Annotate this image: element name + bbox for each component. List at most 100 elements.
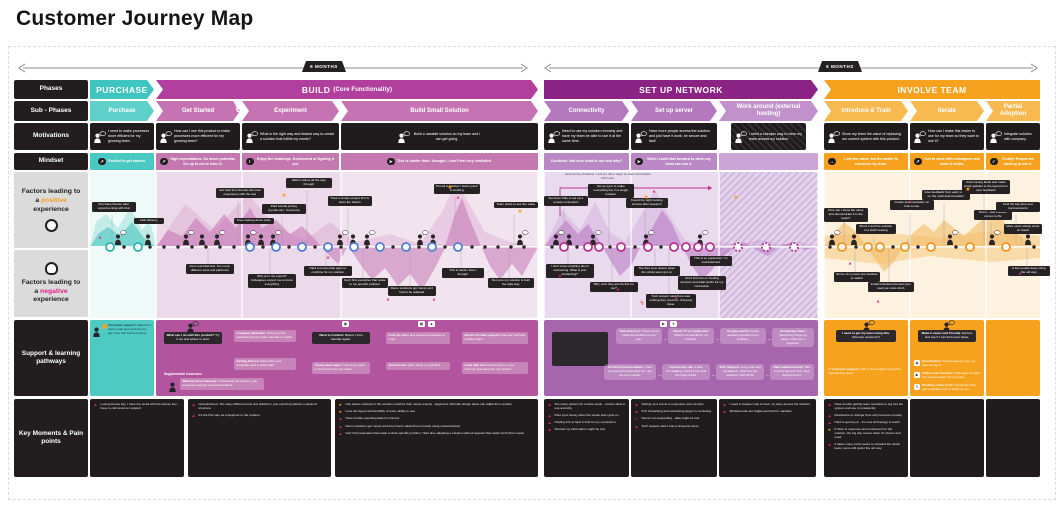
key-moments-cell: ▲Have trouble getting team members to lo… <box>824 399 908 477</box>
key-moment-item: ▲Files sync slowly when the whole team g… <box>548 412 626 418</box>
speech-bubble-icon <box>994 230 1001 235</box>
sidebar-label: Sub - Phases <box>14 101 88 121</box>
sidebar-label: Motivations <box>14 123 88 150</box>
arrow-head-right-icon <box>520 63 528 73</box>
support-flow-box: Paid additional help: Hire a techy frien… <box>770 364 814 380</box>
person-icon <box>93 327 100 337</box>
sidebar-label: Mindset <box>14 153 88 170</box>
journey-node-ring <box>643 242 653 252</box>
support-dark-box: What can I do with this product? Try it … <box>164 332 222 344</box>
journey-node-ring <box>323 242 333 252</box>
mindset-cell: !Enjoy the challenge. Excitement of figu… <box>242 153 339 170</box>
person-icon <box>337 230 349 245</box>
subphase-partial-adoption: Partial Adoption <box>986 101 1040 121</box>
bolt-marker-icon: ϟ <box>634 416 637 422</box>
support-light-box: Look for docs and example templates to c… <box>386 332 450 344</box>
motivation-cell: Build a useable solution so my team and … <box>341 123 538 150</box>
journey-node-dot <box>443 245 447 249</box>
mindset-text: Fun to work with colleagues and make it … <box>924 157 980 166</box>
mindset-icon: ➤ <box>387 157 395 166</box>
person-icon <box>160 130 172 143</box>
person-icon <box>115 230 127 245</box>
tri-marker-icon: ▲ <box>338 430 343 436</box>
motivation-cell: Have more people access the solution and… <box>631 123 717 150</box>
support-light-box: Company Websites: Check out the websites… <box>234 330 296 342</box>
mindset-text: High expectations. So much potential. It… <box>170 157 236 166</box>
mindset-text: Enjoy the challenge. Excitement of figur… <box>257 157 334 166</box>
person-icon <box>947 230 959 245</box>
key-moment-item: ▲Workarounds are fragile and hard to mai… <box>722 409 813 415</box>
screenshot-placeholder <box>552 332 608 366</box>
journey-node-ring <box>705 242 715 252</box>
key-moment-item: ★Use starter solutions if the solution m… <box>338 402 535 407</box>
key-moment-text: It's the first step as a beginner to the… <box>198 412 261 417</box>
journey-node-dot <box>483 245 487 249</box>
person-icon <box>94 130 106 143</box>
key-moments-cell: ▲Losing license key. I have the email wi… <box>90 399 184 477</box>
journey-node-ring <box>669 242 679 252</box>
key-moment-item: ▲Resistance to change from old processes… <box>828 413 905 418</box>
person-icon <box>548 130 560 143</box>
sad-face-icon <box>44 261 58 275</box>
support-flow-box: Trial and error: Tried a lot to solve th… <box>616 328 662 344</box>
key-moment-text: Files sync slowly when the whole team ge… <box>554 412 620 417</box>
journey-node-ring <box>761 242 771 252</box>
journey-node-dot <box>190 245 194 249</box>
mindset-text: Wish I could fast forward to when my tea… <box>647 157 711 166</box>
motivation-text: I need to make processes more efficient … <box>108 129 150 143</box>
subphase-build-small-solution: Build Small Solution <box>341 101 538 121</box>
journey-node-dot <box>218 245 222 249</box>
mindset-text: Finally! People are starting to use it. <box>1002 157 1034 166</box>
speech-bubble-icon <box>952 230 959 235</box>
person-icon <box>169 382 176 392</box>
zone-divider <box>241 172 243 318</box>
key-moment-text: Love the layout and flexibility of tools… <box>345 409 416 414</box>
journey-node-dot <box>575 245 579 249</box>
mindset-text: This is harder than I thought. I don't f… <box>397 159 492 164</box>
journey-node-dot <box>287 245 291 249</box>
support-light-box: Used help docs and forums to copy workin… <box>462 362 528 374</box>
bullet-text: Videos and Tutorials: Find ways to make … <box>922 371 980 379</box>
key-moment-item: ▲Worried my information might be lost. <box>548 427 626 432</box>
mindset-icon: ↗ <box>914 157 922 166</box>
key-moment-text: Tech support said it was a 3rd-party iss… <box>641 423 700 428</box>
motivation-text: Show my team the value of replacing our … <box>842 131 901 141</box>
motivation-cell: How can I make this easier to use for my… <box>910 123 984 150</box>
key-moment-item: ▲It's the first step as a beginner to th… <box>192 412 328 418</box>
key-moment-item: ★If there is response and excitement for… <box>828 427 905 440</box>
person-icon <box>417 230 429 245</box>
bullet-icon: ◉ <box>914 360 920 366</box>
star-marker-icon: ★ <box>338 402 343 407</box>
key-moment-item: ▲Hard to get buy-in - it's new technolog… <box>828 420 905 425</box>
person-icon <box>398 130 410 143</box>
journey-node-dot <box>891 245 895 249</box>
subphase-connectivity: Connectivity <box>544 101 629 121</box>
person-icon <box>246 130 258 143</box>
key-moment-text: Have trouble getting team members to log… <box>834 402 904 410</box>
speech-bubble-icon <box>558 230 565 235</box>
bullet-text: Gamification: Small nudges to get my tea… <box>922 359 975 367</box>
phase-label: SET UP NETWORK <box>639 84 723 95</box>
key-moments-cell: ▲Overwhelmed. Too many different tools a… <box>188 399 331 477</box>
subphase-work-around: Work around (external hosting) <box>719 101 818 121</box>
tri-marker-icon: ▲ <box>722 409 727 415</box>
speech-bubble-icon <box>834 230 841 235</box>
journey-node-ring <box>789 242 799 252</box>
person-icon <box>183 230 195 245</box>
page-title: Customer Journey Map <box>16 7 254 30</box>
resource-icon: ▲ <box>428 321 435 327</box>
journey-node-dot <box>608 245 612 249</box>
journey-node-ring <box>453 242 463 252</box>
speech-bubble-icon <box>250 230 257 235</box>
key-moment-text: Hosting info is hard to find for my conn… <box>554 419 617 424</box>
journey-node-dot <box>509 245 513 249</box>
journey-node-ring <box>681 242 691 252</box>
zone-divider <box>823 172 825 318</box>
star-marker-icon: ★ <box>338 409 343 415</box>
support-cell-purchase: Customer support: Called but had to wait… <box>90 320 154 396</box>
person-icon <box>990 130 1002 143</box>
mindset-icon: ↗ <box>98 157 106 166</box>
person-icon <box>735 130 747 143</box>
subphase-experiment: Experiment <box>242 101 339 121</box>
